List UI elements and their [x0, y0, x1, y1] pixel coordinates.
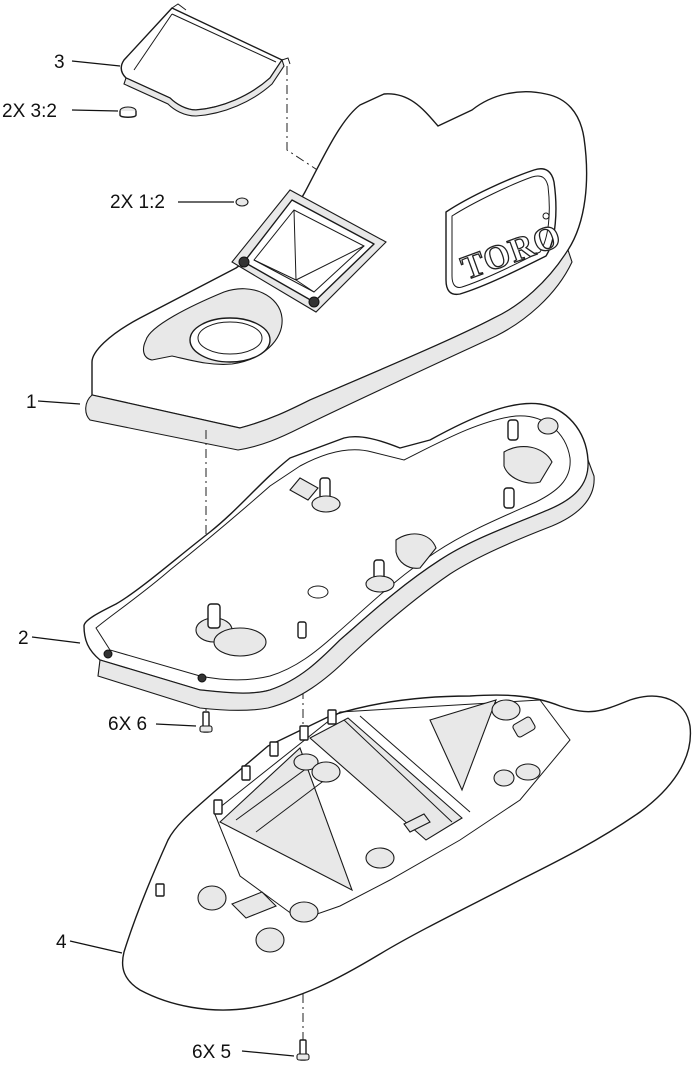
callout-2x-1-2: 2X 1:2	[110, 192, 234, 213]
svg-text:1: 1	[26, 392, 37, 413]
callout-3: 3	[54, 52, 121, 73]
callout-6x-5: 6X 5	[192, 1042, 295, 1063]
svg-text:2X 1:2: 2X 1:2	[110, 192, 165, 213]
callout-6x-6: 6X 6	[108, 714, 197, 735]
callout-4: 4	[56, 932, 123, 954]
part-5-screw[interactable]	[296, 1039, 310, 1061]
part-1-2-bumper[interactable]	[235, 197, 249, 207]
callout-2: 2	[18, 628, 81, 649]
svg-text:2X 3:2: 2X 3:2	[2, 101, 57, 122]
callout-2x-3-2: 2X 3:2	[2, 101, 119, 122]
part-1-console-top[interactable]: TORO	[85, 91, 588, 451]
svg-text:6X 6: 6X 6	[108, 714, 147, 735]
svg-text:6X 5: 6X 5	[192, 1042, 231, 1063]
svg-text:2: 2	[18, 628, 29, 649]
part-6-screw[interactable]	[199, 711, 213, 733]
svg-text:3: 3	[54, 52, 65, 73]
part-3-cover-lid[interactable]	[120, 3, 291, 117]
part-2-console-base[interactable]	[83, 402, 595, 711]
svg-text:4: 4	[56, 932, 67, 953]
callout-1: 1	[26, 392, 81, 413]
part-4-bottom-cover[interactable]	[121, 694, 692, 1011]
part-3-2-bumper[interactable]	[119, 106, 137, 118]
